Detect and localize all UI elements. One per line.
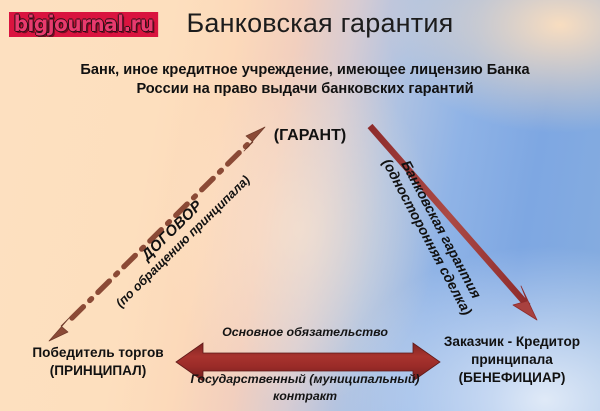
beneficiary-name: Заказчик - Кредитор принципала (443, 334, 581, 367)
contract-arrow (48, 126, 266, 342)
guarantor-description: Банк, иное кредитное учреждение, имеющее… (80, 62, 530, 97)
beneficiary-node: Заказчик - Кредитор принципала (БЕНЕФИЦИ… (424, 333, 600, 387)
guarantor-role-label: (ГАРАНТ) (273, 127, 347, 144)
main-obligation-label-above: Основное обязательство (222, 325, 388, 339)
main-obligation-arrow (175, 342, 441, 382)
watermark-bigjournal: bigjournal.ru (9, 12, 159, 38)
principal-name: Победитель торгов (32, 345, 164, 360)
principal-node: Победитель торгов (ПРИНЦИПАЛ) (0, 344, 196, 380)
main-obligation-label-below: Государственный (муниципальный) контракт (190, 372, 420, 403)
bank-guarantee-arrow (367, 123, 538, 321)
beneficiary-role-label: (БЕНЕФИЦИАР) (458, 369, 566, 385)
principal-role-label: (ПРИНЦИПАЛ) (49, 362, 147, 378)
page-title: Банковская гарантия (186, 8, 454, 38)
